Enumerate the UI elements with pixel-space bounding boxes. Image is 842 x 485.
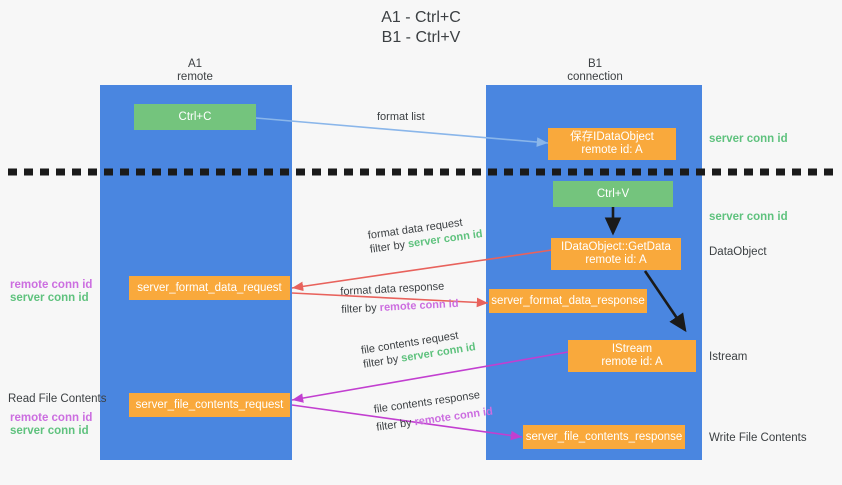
title-line-1: A1 - Ctrl+C bbox=[381, 9, 461, 26]
node-idataobject-getdata[interactable]: IDataObject::GetData remote id: A bbox=[551, 238, 681, 270]
title-line-2: B1 - Ctrl+V bbox=[381, 29, 461, 46]
right-label-dataobject: DataObject bbox=[709, 246, 767, 258]
page-title: A1 - Ctrl+C B1 - Ctrl+V bbox=[0, 8, 842, 48]
node-server-format-data-request-label: server_format_data_request bbox=[137, 281, 282, 294]
right-label-write-file-contents: Write File Contents bbox=[709, 432, 807, 444]
edge-format-data-response-key: remote conn id bbox=[379, 297, 459, 314]
node-istream-line2: remote id: A bbox=[601, 356, 663, 368]
lane-header-a1: A1 remote bbox=[135, 58, 255, 84]
left-label-server-conn-id-lower: server conn id bbox=[10, 425, 89, 437]
node-ctrl-v-label: Ctrl+V bbox=[596, 187, 630, 200]
left-label-remote-conn-id-upper: remote conn id bbox=[10, 279, 93, 291]
edge-file-contents-response-prefix: filter by bbox=[375, 416, 416, 434]
edge-label-file-contents-response: file contents response filter by remote … bbox=[373, 387, 494, 435]
node-server-file-contents-response[interactable]: server_file_contents_response bbox=[523, 425, 685, 449]
edge-format-data-response-prefix: filter by bbox=[340, 301, 381, 316]
node-server-format-data-request[interactable]: server_format_data_request bbox=[129, 276, 290, 300]
node-getdata-line2: remote id: A bbox=[585, 254, 647, 266]
node-save-idataobject-line1: 保存IDataObject bbox=[570, 131, 654, 143]
node-ctrl-c-label: Ctrl+C bbox=[178, 110, 212, 123]
edge-format-data-request-prefix: filter by bbox=[369, 238, 409, 256]
right-label-server-conn-id-mid: server conn id bbox=[709, 211, 788, 223]
node-save-idataobject[interactable]: 保存IDataObject remote id: A bbox=[548, 128, 676, 160]
edge-label-format-list-text: format list bbox=[377, 111, 425, 123]
node-getdata-line1: IDataObject::GetData bbox=[561, 241, 671, 253]
node-server-file-contents-request-label: server_file_contents_request bbox=[135, 398, 284, 411]
node-istream[interactable]: IStream remote id: A bbox=[568, 340, 696, 372]
node-server-file-contents-response-label: server_file_contents_response bbox=[525, 430, 683, 443]
node-server-format-data-response[interactable]: server_format_data_response bbox=[489, 289, 647, 313]
node-ctrl-v[interactable]: Ctrl+V bbox=[553, 181, 673, 207]
edge-label-file-contents-request: file contents request filter by server c… bbox=[360, 326, 477, 371]
lane-a1-name: A1 bbox=[187, 58, 203, 70]
left-label-remote-conn-id-lower: remote conn id bbox=[10, 412, 93, 424]
edge-label-format-list: format list bbox=[377, 110, 425, 124]
right-label-istream: Istream bbox=[709, 351, 748, 363]
node-istream-line1: IStream bbox=[611, 343, 653, 355]
left-label-read-file-contents: Read File Contents bbox=[8, 393, 107, 405]
lane-b1-sub: connection bbox=[567, 71, 623, 83]
edge-label-format-data-response: format data response filter by remote co… bbox=[340, 279, 459, 317]
edge-format-data-response-line2: filter by remote conn id bbox=[341, 297, 459, 317]
lane-a1-sub: remote bbox=[177, 71, 213, 83]
left-label-server-conn-id-upper: server conn id bbox=[10, 292, 89, 304]
edge-format-data-response-line1: format data response bbox=[340, 280, 445, 298]
node-server-file-contents-request[interactable]: server_file_contents_request bbox=[129, 393, 290, 417]
node-server-format-data-response-label: server_format_data_response bbox=[491, 294, 645, 307]
edge-label-format-data-request: format data request filter by server con… bbox=[367, 213, 484, 257]
lane-header-b1: B1 connection bbox=[535, 58, 655, 84]
node-ctrl-c[interactable]: Ctrl+C bbox=[134, 104, 256, 130]
node-save-idataobject-line2: remote id: A bbox=[581, 144, 643, 156]
lane-b1-name: B1 bbox=[587, 58, 603, 70]
right-label-server-conn-id-top: server conn id bbox=[709, 133, 788, 145]
